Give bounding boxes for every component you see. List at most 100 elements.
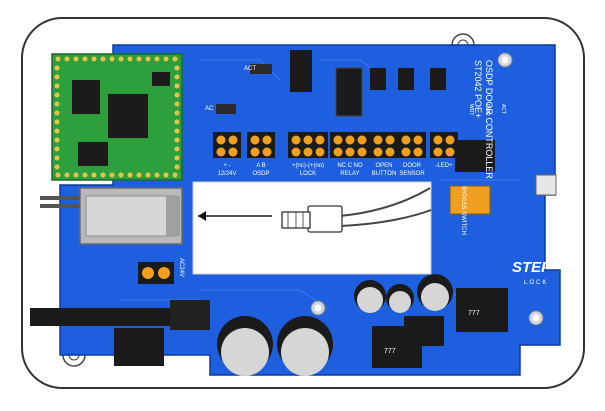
connector-bottom-label: LOCK [300,171,316,177]
connector-bottom-label: OSDP [252,171,269,177]
module-pad [154,172,160,178]
header-top-label: ACT [244,66,256,72]
module-pad [174,65,180,71]
board-title-line2: OSDP DOOR CONTROLLER [484,60,494,179]
module-pad [54,74,60,80]
module-pad [174,83,180,89]
terminal-screw [291,147,301,157]
pcb-hole-1-center [501,56,509,64]
ac-label: AC24V [178,258,184,277]
terminal-screw [401,147,411,157]
module-pad [100,56,106,62]
connector-top-label: A B [256,163,265,169]
terminal-screw [357,147,367,157]
module-pad [109,56,115,62]
module-pad [145,56,151,62]
connector-top-label: OPEN [375,163,392,169]
module-pad [172,56,178,62]
module-pad [54,83,60,89]
module-pad [64,172,70,178]
connector-top-label: -LED+ [435,163,453,169]
module-pad [174,128,180,134]
ethernet-cable-illustration [198,187,432,233]
module-pad [127,172,133,178]
terminal-screw [385,135,395,145]
terminal-screw [445,135,455,145]
terminal-screw [401,135,411,145]
terminal-screw [373,135,383,145]
ac-screw-2 [158,267,170,279]
led-label-act: ACT [500,104,506,114]
terminal-screw [333,147,343,157]
connector-bottom-label: BUTTON [372,171,397,177]
module-pad [174,74,180,80]
ethernet-magnetics [455,140,495,172]
transistor-1 [370,68,386,90]
module-pad [91,56,97,62]
relay [335,67,363,117]
module-pad [54,155,60,161]
module-pad [54,128,60,134]
module-chip-2 [108,94,148,138]
module-pad [136,56,142,62]
module-pad [82,56,88,62]
terminal-screw [228,135,238,145]
connector-bottom-label: RELAY [340,171,359,177]
top-ic [290,50,312,92]
bypass-switch [449,185,491,215]
connector-top-label: NC C NO [337,163,363,169]
module-pad [64,56,70,62]
module-pad [118,56,124,62]
module-pad [174,92,180,98]
module-pad [73,56,79,62]
inductors [372,288,508,368]
ac-screw-1 [142,267,154,279]
terminal-screw [315,135,325,145]
terminal-screw [262,135,272,145]
bypass-label: BYPASS SWITCH [460,186,466,235]
module-pad [82,172,88,178]
brand-logo: STEP [512,259,552,276]
connector-bottom-label: 12/24V [217,171,236,177]
ethernet-jack [40,187,183,245]
board-title-line1: ST2042 POE+ [473,60,483,118]
pcb-hole-3-center [532,314,540,322]
terminal-screw [262,147,272,157]
connector-top-label: +(nc)-(+(no) [292,163,324,169]
terminal-screw [445,147,455,157]
bottom-heatsink [30,308,190,326]
terminal-screw [433,147,443,157]
side-header-pins [216,104,236,114]
module-pad [174,101,180,107]
pcb-hole-2-center [314,304,322,312]
module-pad [54,119,60,125]
module-pad [55,56,61,62]
header-side-label: AC [205,106,214,112]
module-pad [118,172,124,178]
module-pad [91,172,97,178]
bottom-ic [170,300,210,330]
module-pad [73,172,79,178]
module-pad [54,92,60,98]
led-label-wdt: WDT [468,104,474,115]
terminal-screw [291,135,301,145]
terminal-screw [385,147,395,157]
module-pad [136,172,142,178]
led-label-pwr: PWR [484,104,490,116]
terminal-screw [433,135,443,145]
terminal-screw [303,147,313,157]
terminal-screw [250,147,260,157]
terminal-screw [216,147,226,157]
cpu-module [51,53,183,181]
module-pad [174,137,180,143]
module-pad [54,65,60,71]
module-pad [54,146,60,152]
module-pad [174,119,180,125]
module-pad [174,155,180,161]
terminal-screw [345,147,355,157]
terminal-screw [345,135,355,145]
module-pad [109,172,115,178]
module-pad [54,101,60,107]
